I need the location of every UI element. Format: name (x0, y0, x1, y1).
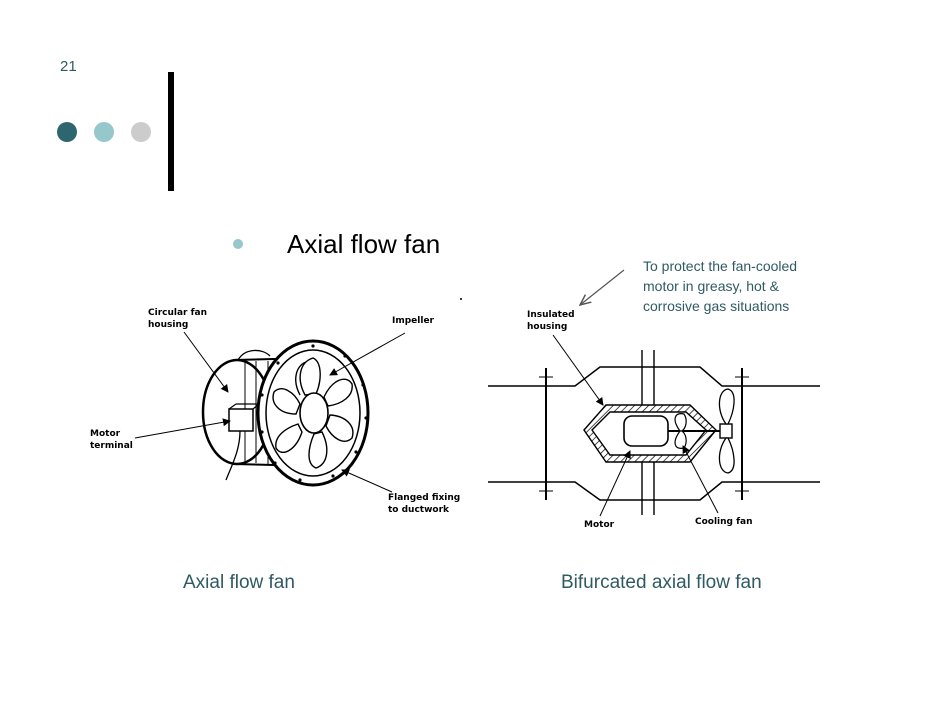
bullet-icon (233, 239, 243, 249)
label-impeller: Impeller (392, 316, 434, 326)
page-number: 21 (60, 58, 77, 75)
label-line: Insulated (527, 310, 575, 320)
label-circular-fan-housing: Circular fan housing (148, 307, 207, 331)
label-motor: Motor (584, 520, 615, 530)
decor-vertical-bar (168, 72, 174, 191)
label-flanged-fixing: Flanged fixing to ductwork (388, 492, 460, 516)
note-line-2: motor in greasy, hot & (643, 278, 779, 294)
caption-axial-flow-fan: Axial flow fan (183, 572, 295, 593)
note-text: To protect the fan-cooled motor in greas… (643, 256, 797, 316)
note-line-1: To protect the fan-cooled (643, 258, 798, 274)
label-cooling-fan: Cooling fan (695, 517, 753, 527)
decor-dot-3 (131, 122, 151, 142)
label-line: to ductwork (388, 505, 450, 515)
stray-dot (460, 298, 462, 300)
label-motor-terminal: Motor terminal (90, 428, 133, 452)
note-line-3: corrosive gas situations (643, 298, 790, 314)
label-line: Motor (90, 429, 121, 439)
bifurcated-fan-drawing (488, 334, 820, 517)
caption-bifurcated-axial-flow-fan: Bifurcated axial flow fan (561, 572, 762, 593)
axial-fan-drawing (134, 331, 406, 493)
decor-dot-1 (57, 122, 77, 142)
label-line: Circular fan (148, 308, 207, 318)
note-arrow (580, 269, 625, 305)
label-line: housing (527, 322, 568, 332)
label-line: Flanged fixing (388, 493, 461, 503)
slide-title: Axial flow fan (287, 229, 441, 259)
label-line: terminal (90, 441, 133, 451)
decor-dot-2 (94, 122, 114, 142)
label-line: housing (148, 320, 189, 330)
label-insulated-housing: Insulated housing (527, 309, 575, 333)
